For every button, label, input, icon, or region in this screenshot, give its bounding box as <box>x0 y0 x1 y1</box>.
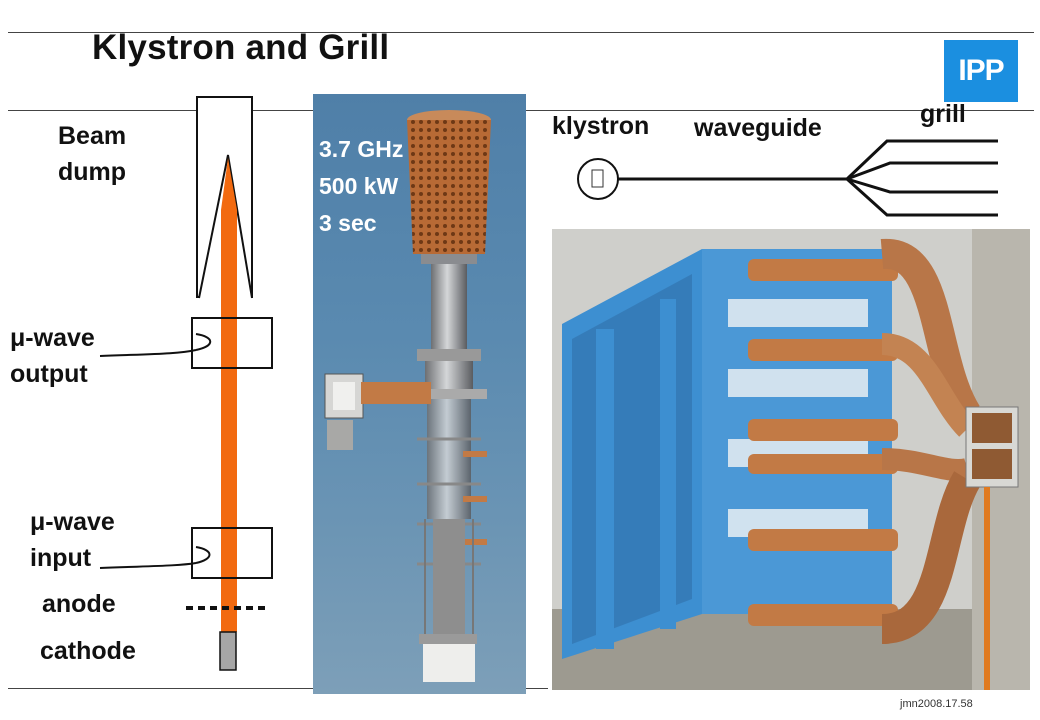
grill-photo <box>552 229 1030 690</box>
beam-dump-label-line-2: dump <box>58 158 127 186</box>
grill-label: grill <box>920 100 966 128</box>
output-coupling-line <box>99 349 197 357</box>
waveguide-schematic <box>577 139 998 217</box>
waveguide-label: waveguide <box>694 114 822 142</box>
microwave-input-label-line-1: μ-wave <box>30 508 115 536</box>
bottom-rule <box>8 688 548 689</box>
beam-dump-label-line-1: Beam <box>58 122 127 150</box>
electron-beam-arrow <box>221 158 237 632</box>
output-cavity <box>191 317 273 369</box>
spec-power: 500 kW <box>319 173 399 199</box>
klystron-symbol-glyph <box>591 169 604 188</box>
spec-duration: 3 sec <box>319 210 377 236</box>
input-coupling-line <box>99 562 197 569</box>
microwave-output-label: μ-wave output <box>10 320 95 392</box>
anode-label: anode <box>42 590 116 618</box>
cathode-block <box>219 631 237 671</box>
klystron-symbol <box>577 158 619 200</box>
klystron-tube-diagram <box>99 96 273 671</box>
spec-frequency: 3.7 GHz <box>319 136 404 162</box>
slide-code: jmn2008.17.58 <box>900 698 973 710</box>
grill-branches <box>845 139 998 217</box>
beam-dump-label: Beam dump <box>58 118 126 190</box>
microwave-input-label-line-2: input <box>30 544 92 572</box>
cathode-label: cathode <box>40 637 136 665</box>
microwave-output-label-line-1: μ-wave <box>10 324 95 352</box>
klystron-photo <box>313 94 526 694</box>
klystron-label: klystron <box>552 112 650 140</box>
ipp-logo: IPP <box>944 40 1018 102</box>
input-coupling-loop <box>195 546 211 564</box>
top-rule <box>8 32 1034 33</box>
klystron-specs: 3.7 GHz 500 kW 3 sec <box>319 131 403 242</box>
microwave-output-label-line-2: output <box>10 360 88 388</box>
slide-title: Klystron and Grill <box>92 28 390 67</box>
input-cavity <box>191 527 273 579</box>
microwave-input-label: μ-wave input <box>30 504 115 576</box>
output-coupling-loop <box>195 333 212 351</box>
